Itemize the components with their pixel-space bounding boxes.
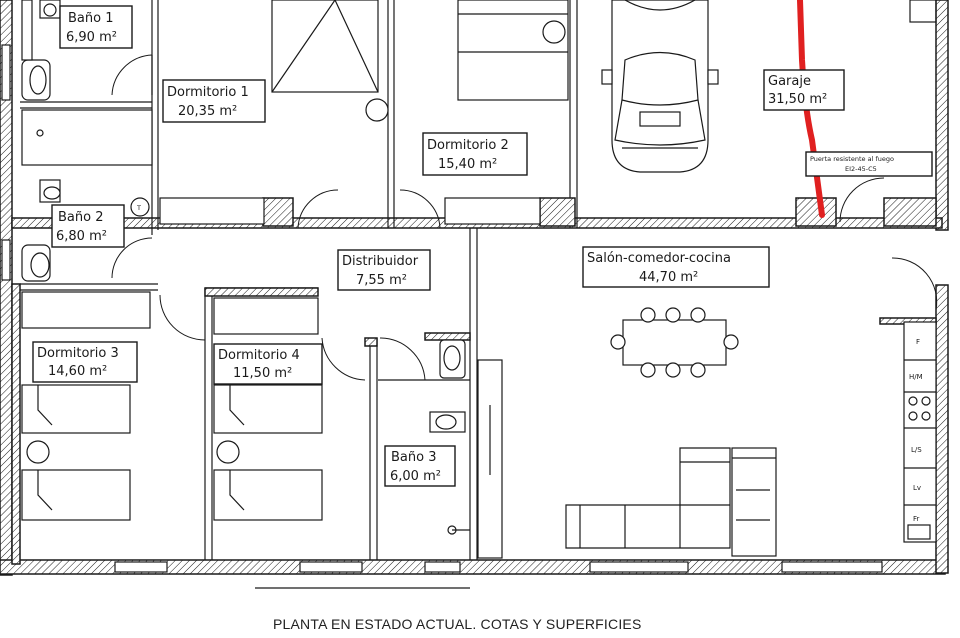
dormitorio4-furniture [213,297,323,521]
room-label-salon: Salón-comedor-cocina 44,70 m² [582,246,770,288]
bano1-fixtures [21,0,61,101]
room-label-distribuidor: Distribuidor 7,55 m² [337,249,431,291]
room-label-dormitorio3: Dormitorio 3 14,60 m² [32,341,138,383]
room-name: Dormitorio 2 [427,138,509,153]
room-label-dormitorio4: Dormitorio 4 11,50 m² [213,343,323,385]
shelf-unit [731,447,777,557]
salon-sliding-panel [477,359,503,559]
room-area: 6,80 m² [56,229,107,244]
kitchen-dishwasher-label: L/S [911,446,922,454]
room-label-bano3: Baño 3 6,00 m² [384,445,456,487]
room-area: 14,60 m² [48,364,107,379]
fire-door-label: Puerta resistente al fuego EI2-45-C5 [805,151,933,177]
room-area: 15,40 m² [438,157,497,172]
room-name: Dormitorio 1 [167,85,249,100]
fire-door-line1: Puerta resistente al fuego [810,155,894,163]
car-drawing [601,0,719,173]
room-label-garaje: Garaje 31,50 m² [763,69,845,111]
kitchen-fridge-label: F [916,338,920,346]
drawing-caption: PLANTA EN ESTADO ACTUAL. COTAS Y SUPERFI… [273,616,642,632]
dormitorio2-furniture [444,0,569,225]
dining-table [610,307,739,378]
room-label-bano1: Baño 1 6,90 m² [59,5,133,49]
kitchen-washer-label: Lv [913,484,921,492]
closet-fixtures [21,109,153,166]
windows [1,44,883,573]
room-name: Dormitorio 3 [37,346,119,361]
kitchen-oven-label: H/M [909,373,923,381]
room-name: Baño 1 [68,11,113,26]
dormitorio3-furniture [21,291,151,521]
room-name: Distribuidor [342,254,419,269]
room-label-dormitorio1: Dormitorio 1 20,35 m² [162,79,266,123]
room-area: 44,70 m² [639,270,698,285]
dormitorio1-furniture [159,0,389,225]
room-name: Baño 3 [391,450,436,465]
garage-shelf [909,0,937,23]
kitchen-units: F H/M L/S Lv Fr [903,321,937,543]
room-name: Salón-comedor-cocina [587,251,731,266]
doors [111,54,938,381]
room-area: 31,50 m² [768,92,827,107]
kitchen-freezer-label: Fr [913,515,920,523]
room-name: Baño 2 [58,210,103,225]
room-label-bano2: Baño 2 6,80 m² [51,204,125,248]
room-name: Dormitorio 4 [218,348,300,363]
room-area: 6,00 m² [390,469,441,484]
room-label-dormitorio2: Dormitorio 2 15,40 m² [422,132,528,176]
bano3-fixtures [429,339,470,535]
room-area: 20,35 m² [178,104,237,119]
interior-walls [20,0,937,560]
svg-text:T: T [136,204,141,212]
room-name: Garaje [768,74,811,89]
room-area: 6,90 m² [66,30,117,45]
room-area: 7,55 m² [356,273,407,288]
sofa [565,447,731,549]
room-area: 11,50 m² [233,366,292,381]
fire-door-line2: EI2-45-C5 [845,165,877,173]
bano2-fixtures: T [21,179,150,282]
